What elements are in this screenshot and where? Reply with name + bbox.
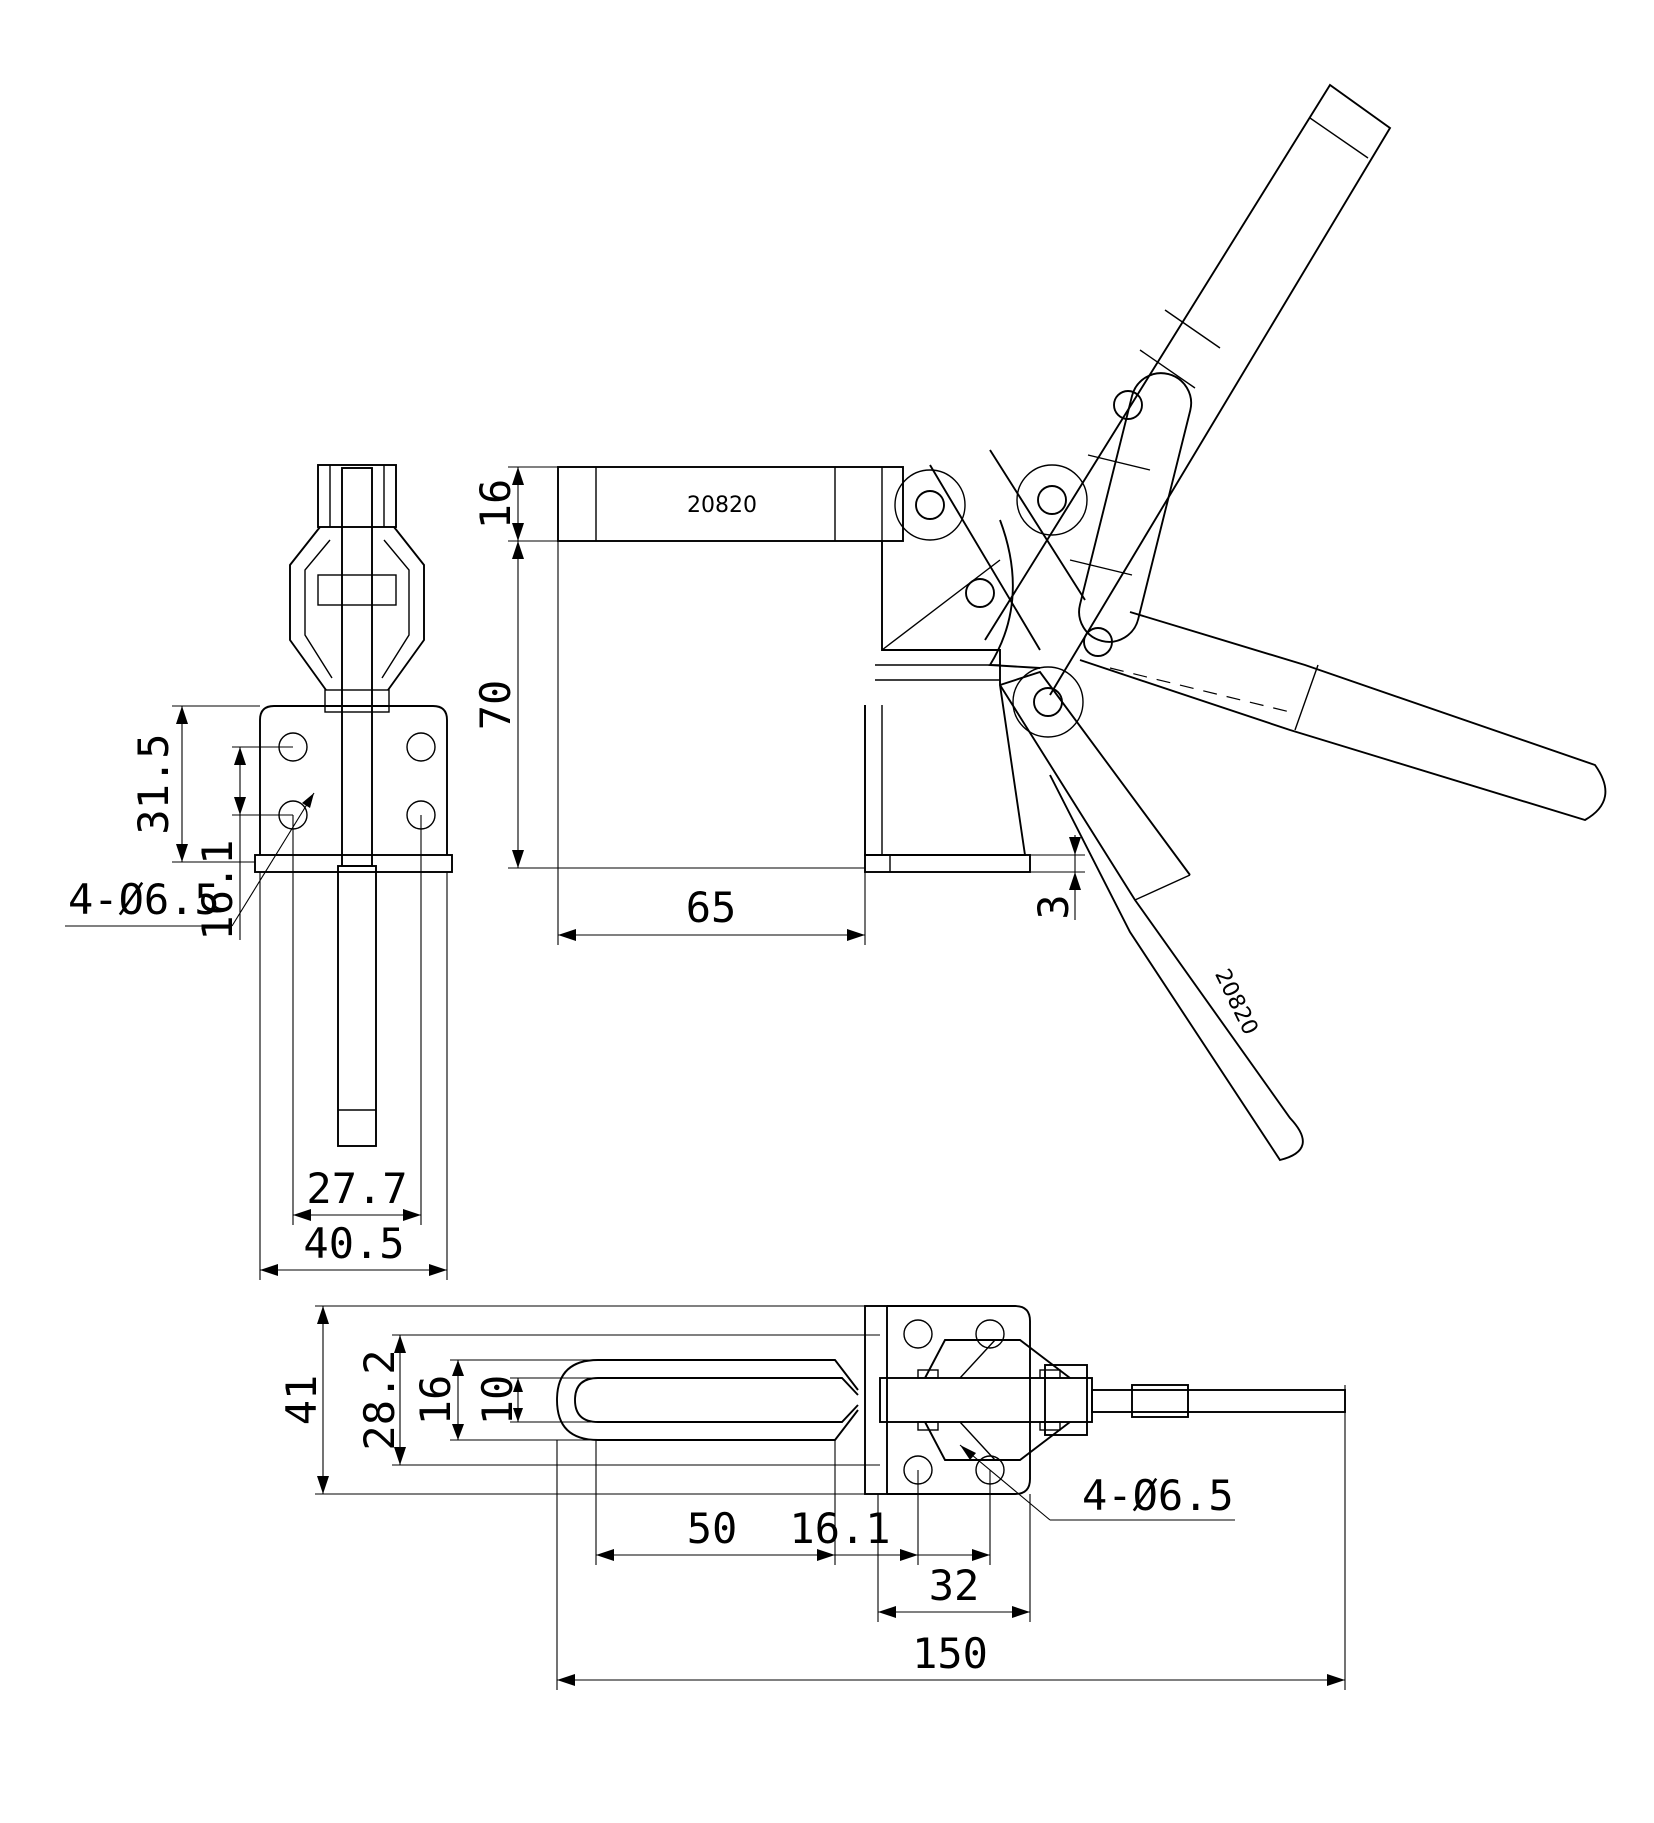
- side-link-outer: [289, 526, 425, 691]
- dim-u-bar-width: 28.2: [355, 1349, 404, 1450]
- callout-holes-plan: 4-Ø6.5: [1082, 1471, 1234, 1520]
- side-view: 31.5 16.1 4-Ø6.5 27.7 40.5: [65, 464, 453, 1280]
- front-body: [864, 541, 1027, 856]
- plan-view: 41 28.2 16 10 50 16.1: [277, 1305, 1346, 1690]
- plan-clamp-body: [879, 1377, 1093, 1423]
- handle-raised: [984, 83, 1392, 696]
- side-base-flange: [254, 854, 453, 873]
- dim-base-thickness: 3: [1029, 894, 1078, 919]
- dim-base-length: 65: [686, 883, 737, 932]
- dim-base-width-plan: 32: [929, 1561, 980, 1610]
- dim-hole-spacing-horizontal: 27.7: [306, 1164, 407, 1213]
- plan-hole-top-right: [975, 1319, 1005, 1349]
- plan-u-bar-outer: [556, 1359, 859, 1441]
- front-view: 20820: [471, 83, 1607, 1162]
- front-clamp-bar: [557, 466, 904, 542]
- handle-lowered-outline: [999, 684, 1304, 1162]
- handle-horizontal: [1079, 611, 1607, 822]
- front-base: [864, 854, 1031, 873]
- plan-base-plate: [887, 1305, 1031, 1495]
- handle-horizontal-outline: [1079, 611, 1607, 822]
- dim-slot-length: 50: [687, 1504, 738, 1553]
- front-bar-part-number: 20820: [687, 493, 757, 518]
- plan-base-edge: [864, 1305, 888, 1495]
- pin-right-top: [1037, 485, 1067, 515]
- dim-bar-thickness: 16: [471, 479, 520, 530]
- side-bottom-pin: [324, 689, 390, 713]
- plan-u-bar-inner: [574, 1377, 859, 1423]
- dim-overall-width: 41: [277, 1375, 326, 1426]
- side-base-plate: [259, 705, 448, 855]
- plan-handle: [1091, 1389, 1346, 1413]
- plan-linkage: [924, 1339, 1071, 1461]
- pin-left-middle: [965, 578, 995, 608]
- pin-left-top: [915, 490, 945, 520]
- side-top-clevis: [317, 464, 397, 528]
- handle-horizontal-centerline: [1109, 667, 1291, 713]
- pin-upper-link-top: [1113, 390, 1143, 420]
- dim-overall-length: 150: [912, 1629, 988, 1678]
- side-hole-top-right: [406, 732, 436, 762]
- pin-pivot-lower: [1033, 687, 1063, 717]
- dim-height: 70: [471, 680, 520, 731]
- side-link-inner: [304, 539, 410, 679]
- handle-part-number: 20820: [1209, 965, 1262, 1039]
- side-handle-bar: [337, 865, 377, 1147]
- dim-u-bar-slot: 10: [473, 1375, 522, 1426]
- link-plate-left: [929, 449, 1086, 651]
- side-mid-pin: [317, 574, 397, 606]
- link-plates: [894, 372, 1193, 738]
- dim-hole-spacing-vertical: 31.5: [129, 733, 178, 834]
- dim-u-bar-inner: 16: [411, 1375, 460, 1426]
- plan-clamp-head: [1044, 1364, 1088, 1436]
- callout-holes-side: 4-Ø6.5: [68, 875, 220, 924]
- dim-base-offset: 16.1: [789, 1504, 890, 1553]
- plan-hole-top-left: [903, 1319, 933, 1349]
- dim-base-width: 40.5: [303, 1219, 404, 1268]
- pin-upper-link-bottom: [1083, 627, 1113, 657]
- link-plate-upper: [1078, 372, 1193, 643]
